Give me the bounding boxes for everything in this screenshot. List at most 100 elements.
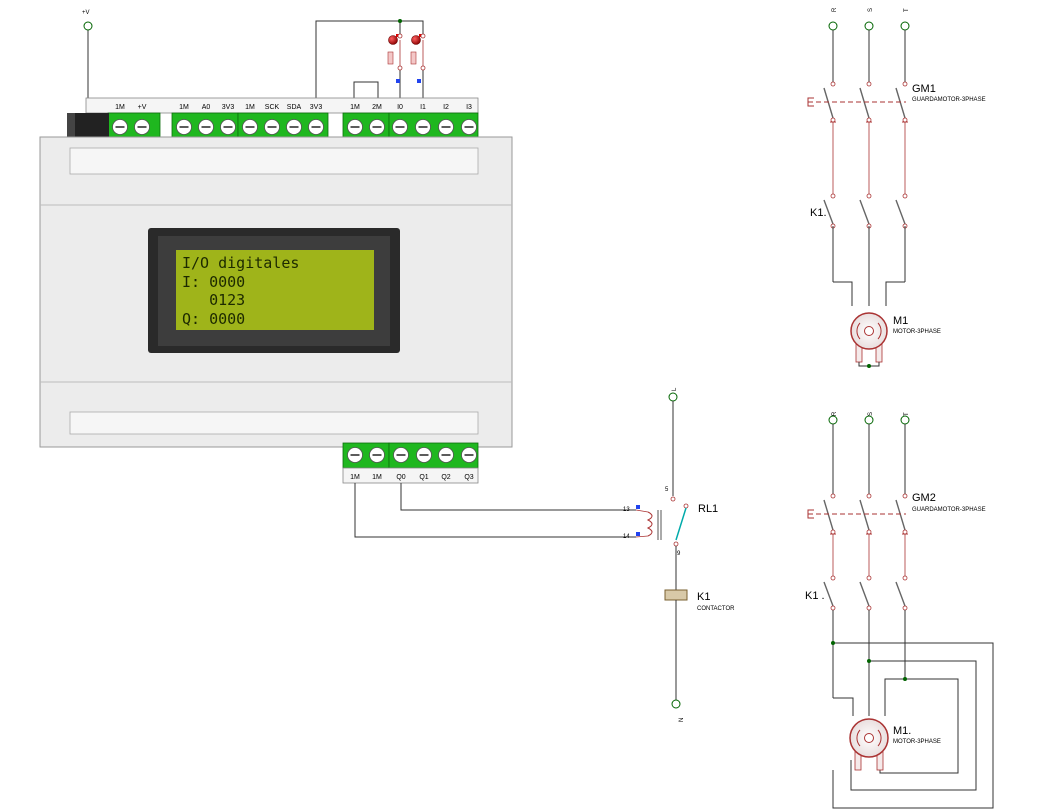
bottom-terminal-label: 1M: [350, 474, 360, 481]
gm2-type: GUARDAMOTOR-3PHASE: [912, 507, 986, 513]
top-terminal-label: 1M: [350, 104, 360, 111]
line-terminal[interactable]: [668, 392, 678, 402]
motor-2-wiring: [832, 610, 994, 809]
push-button-i1[interactable]: [410, 33, 426, 83]
gm1-name: GM1: [912, 83, 936, 95]
top-terminal-screw[interactable]: [308, 119, 324, 135]
top-terminal-label: SCK: [265, 104, 280, 111]
bottom-terminal-labels: 1M 1M Q0 Q1 Q2 Q3: [350, 474, 474, 481]
svg-text:CONTACTOR: CONTACTOR: [697, 606, 735, 612]
phase-terminal[interactable]: [828, 21, 838, 31]
top-label-window: [69, 147, 479, 175]
phase-label: R: [832, 7, 838, 12]
push-button-i0[interactable]: [387, 33, 403, 83]
m1-2-name: M1.: [893, 725, 911, 737]
phase-terminal[interactable]: [828, 415, 838, 425]
relay-name: RL1: [698, 503, 718, 515]
phase-terminal[interactable]: [864, 21, 874, 31]
lcd-line-4: Q: 0000: [182, 310, 245, 328]
neutral-terminal[interactable]: [671, 699, 681, 709]
phase-terminal[interactable]: [900, 21, 910, 31]
svg-text:14: 14: [623, 534, 630, 540]
top-terminal-label: A0: [202, 104, 211, 111]
top-terminal-screw[interactable]: [461, 119, 477, 135]
bottom-terminal-screw[interactable]: [393, 447, 409, 463]
top-terminal-screw[interactable]: [264, 119, 280, 135]
bottom-terminal-label: Q0: [396, 474, 405, 481]
bottom-terminal-label: Q3: [464, 474, 473, 481]
svg-text:5: 5: [665, 487, 669, 493]
top-terminal-label: I3: [466, 104, 472, 111]
phase-terminal[interactable]: [900, 415, 910, 425]
lcd-line-2: I: 0000: [182, 273, 245, 291]
bottom-terminal-screw[interactable]: [438, 447, 454, 463]
q0-wire: [400, 483, 636, 511]
lcd-display: I/O digitales I: 0000 0123 Q: 0000: [148, 228, 400, 353]
bottom-terminal-screw[interactable]: [369, 447, 385, 463]
top-terminal-screw[interactable]: [438, 119, 454, 135]
bottom-terminal-label: Q1: [419, 474, 428, 481]
top-terminal-label: 3V3: [310, 104, 323, 111]
bottom-terminal-blocks: [342, 442, 479, 469]
top-terminal-label: 3V3: [222, 104, 235, 111]
line-label: L: [672, 387, 678, 391]
top-terminal-label: +V: [138, 104, 147, 111]
top-terminal-label: 1M: [115, 104, 125, 111]
top-terminal-screw[interactable]: [415, 119, 431, 135]
phase-label: R: [832, 411, 838, 416]
phase-label: S: [868, 8, 874, 12]
phase-label: T: [904, 8, 910, 12]
top-terminal-label: I0: [397, 104, 403, 111]
top-terminal-label: SDA: [287, 104, 302, 111]
supply-terminal[interactable]: [83, 21, 93, 31]
svg-text:9: 9: [677, 551, 681, 557]
output-wiring: [354, 483, 636, 538]
top-terminal-screw[interactable]: [392, 119, 408, 135]
lcd-line-1: I/O digitales: [182, 254, 299, 272]
k1-contact-label-2: K1 .: [805, 590, 825, 602]
top-terminal-label: 2M: [372, 104, 382, 111]
plc-top-wiring: [87, 20, 424, 100]
motor-m1[interactable]: [850, 312, 888, 363]
svg-text:K1: K1: [697, 591, 710, 603]
top-terminal-label: I1: [420, 104, 426, 111]
lcd-line-3: 0123: [182, 291, 245, 309]
phase-label: T: [904, 412, 910, 416]
gm1-type: GUARDAMOTOR-3PHASE: [912, 97, 986, 103]
bottom-terminal-screw[interactable]: [461, 447, 477, 463]
m1-2-type: MOTOR-3PHASE: [893, 739, 941, 745]
supply-label: +V: [82, 10, 90, 16]
bottom-terminal-screw[interactable]: [416, 447, 432, 463]
m1-type: MOTOR-3PHASE: [893, 329, 941, 335]
bottom-terminal-strip: [342, 467, 479, 484]
motor-m1-2[interactable]: [849, 718, 889, 771]
top-terminal-screw[interactable]: [176, 119, 192, 135]
top-terminal-label: 1M: [245, 104, 255, 111]
k1-contact-label-1: K1.: [810, 207, 827, 219]
bottom-label-window: [69, 411, 479, 435]
bottom-terminal-screw[interactable]: [347, 447, 363, 463]
switch-supply-wire: [315, 20, 401, 100]
phase-terminal[interactable]: [864, 415, 874, 425]
top-terminal-screw[interactable]: [286, 119, 302, 135]
top-terminal-screw[interactable]: [198, 119, 214, 135]
top-terminal-screw[interactable]: [242, 119, 258, 135]
top-terminal-screw[interactable]: [369, 119, 385, 135]
gm2-name: GM2: [912, 492, 936, 504]
neutral-label: N: [679, 718, 685, 722]
common-jumper-wire: [353, 81, 379, 100]
control-circuit: L 5 9 13 14 RL1 K1 CONTACTOR: [623, 387, 735, 722]
top-terminal-screw[interactable]: [134, 119, 150, 135]
top-terminal-screw[interactable]: [347, 119, 363, 135]
bottom-terminal-label: Q2: [441, 474, 450, 481]
relay-rl1[interactable]: 5 9 13 14 RL1: [623, 487, 718, 557]
bottom-terminal-label: 1M: [372, 474, 382, 481]
top-terminal-screw[interactable]: [220, 119, 236, 135]
contactor-k1-coil[interactable]: K1 CONTACTOR: [664, 589, 735, 612]
top-terminal-screw[interactable]: [112, 119, 128, 135]
